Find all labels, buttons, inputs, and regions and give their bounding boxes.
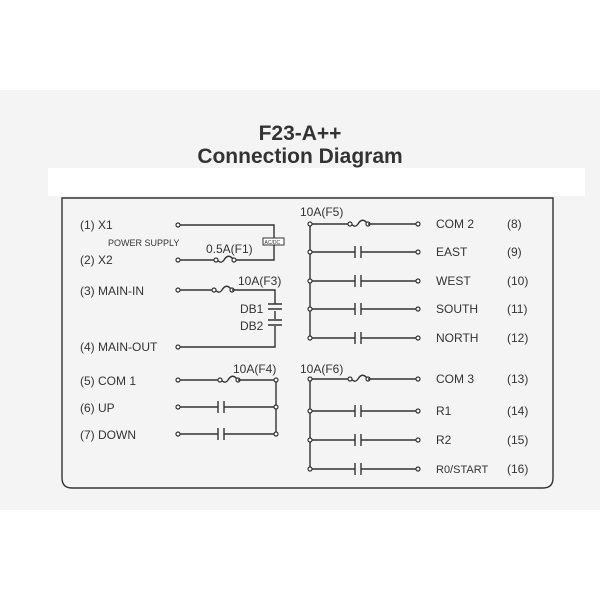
terminal-label: R2 (436, 433, 452, 447)
terminal-east (415, 249, 421, 255)
terminal-number: (16) (507, 462, 528, 476)
power-supply-label: POWER SUPPLY (108, 238, 179, 248)
right_bottom-fuse-icon (349, 374, 369, 382)
terminal-dot (273, 377, 279, 383)
model-title: F23-A++ (258, 122, 342, 145)
terminal-x2-label: (2) X2 (80, 253, 113, 267)
terminal-up-label: (6) UP (80, 401, 115, 415)
fuse-f1-label: 0.5A(F1) (206, 242, 253, 256)
terminal-label: SOUTH (436, 302, 478, 316)
terminal-label: WEST (436, 274, 471, 288)
bus-node (307, 376, 313, 382)
contact-icon (354, 332, 362, 344)
terminal-label: R0/START (436, 464, 488, 476)
background-band (0, 90, 600, 510)
terminal-west (415, 278, 421, 284)
contact-icon (354, 434, 362, 446)
terminal-number: (9) (507, 245, 522, 259)
bus-node (307, 335, 313, 341)
terminal-r2 (415, 437, 421, 443)
terminal-x1-label: (1) X1 (80, 218, 113, 232)
terminal-number: (13) (507, 372, 528, 386)
terminal-label: R1 (436, 404, 452, 418)
white-strip (48, 168, 585, 196)
wiring (175, 219, 421, 475)
terminal-down-label: (7) DOWN (80, 428, 136, 442)
bus-node (307, 278, 313, 284)
db-contact-icon (268, 303, 282, 326)
fuse-f4-label: 10A(F4) (233, 362, 276, 376)
terminal-number: (14) (507, 404, 528, 418)
terminal-number: (8) (507, 217, 522, 231)
terminal-label: NORTH (436, 331, 478, 345)
acdc-converter (262, 237, 285, 246)
terminal-com1-label: (5) COM 1 (80, 374, 136, 388)
fuse-f4-icon (219, 375, 239, 383)
bus-node (307, 306, 313, 312)
terminal-com-3 (415, 376, 421, 382)
wire (180, 224, 275, 261)
terminal-number: (12) (507, 331, 528, 345)
terminal-up (175, 404, 181, 410)
bus-node (307, 249, 313, 255)
fuse-terminal (211, 287, 217, 293)
diagram-title: Connection Diagram (197, 145, 403, 168)
fuse-terminal (213, 257, 219, 263)
bus-node (307, 221, 313, 227)
terminal-south (415, 306, 421, 312)
terminal-r1 (415, 408, 421, 414)
fuse-f3-icon (213, 285, 233, 293)
terminal-number: (10) (507, 274, 528, 288)
fuse-f1-icon (215, 255, 235, 263)
terminal-label: EAST (436, 245, 468, 259)
terminal-dot (273, 431, 279, 437)
contact-icon (354, 405, 362, 417)
right_top-fuse-icon (349, 219, 369, 227)
terminal-dot (273, 404, 279, 410)
terminal-com-2 (415, 221, 421, 227)
terminal-label: COM 3 (436, 372, 474, 386)
acdc-label: AC/DC (265, 240, 281, 246)
fuse-terminal (347, 221, 353, 227)
fuse-f3-label: 10A(F3) (238, 274, 281, 288)
contact-icon (354, 246, 362, 258)
terminal-down (175, 431, 181, 437)
fuse-terminal (217, 377, 223, 383)
terminal-number: (15) (507, 433, 528, 447)
terminal-com1 (175, 377, 181, 383)
terminal-north (415, 335, 421, 341)
contact-icon (217, 428, 225, 440)
bus-node (307, 437, 313, 443)
db2-label: DB2 (240, 319, 264, 333)
fuse-f5-label: 10A(F5) (300, 205, 343, 219)
terminal-main-in (175, 287, 181, 293)
terminal-x2 (175, 257, 181, 263)
contact-icon (354, 463, 362, 475)
fuse-f6-label: 10A(F6) (300, 362, 343, 376)
fuse-terminal (231, 257, 237, 263)
db1-label: DB1 (240, 302, 264, 316)
terminal-main-out-label: (4) MAIN-OUT (80, 340, 158, 354)
diagram-frame (61, 197, 554, 489)
terminal-label: COM 2 (436, 217, 474, 231)
contact-icon (354, 303, 362, 315)
terminal-x1 (175, 222, 181, 228)
bus-node (307, 466, 313, 472)
wire (180, 289, 276, 348)
terminal-main-in-label: (3) MAIN-IN (80, 284, 144, 298)
terminal-r0-start (415, 466, 421, 472)
terminal-main-out (175, 344, 181, 350)
contact-icon (217, 401, 225, 413)
contact-icon (354, 275, 362, 287)
bus-node (307, 408, 313, 414)
terminal-number: (11) (507, 302, 527, 316)
fuse-terminal (347, 376, 353, 382)
